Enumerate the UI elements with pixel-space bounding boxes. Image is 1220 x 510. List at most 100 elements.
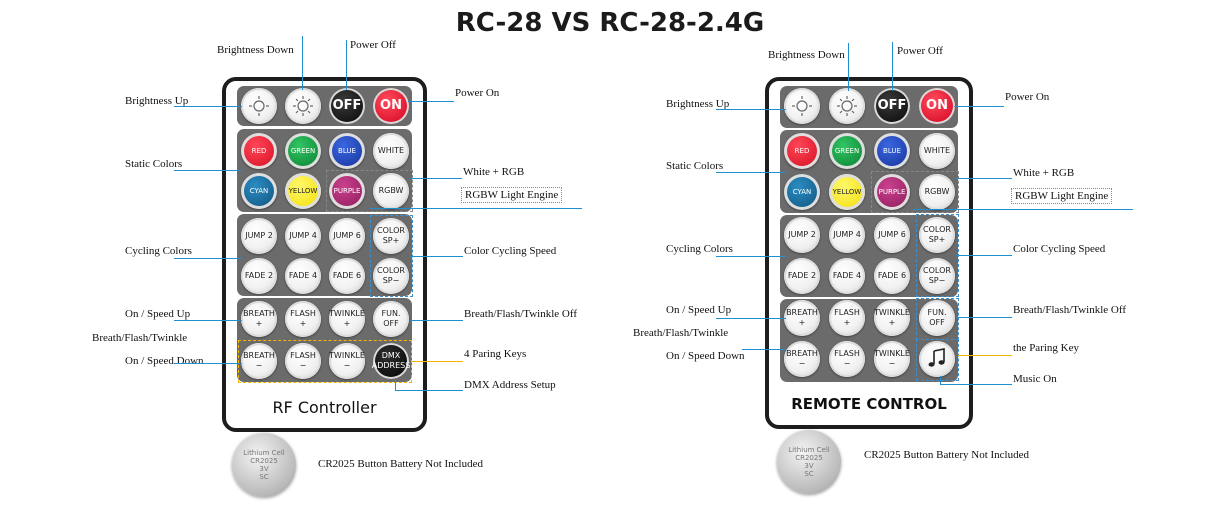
- red-button[interactable]: RED: [784, 133, 820, 169]
- jump2-button[interactable]: JUMP 2: [784, 217, 820, 253]
- fade4-button[interactable]: FADE 4: [829, 258, 865, 294]
- breath-down-button[interactable]: BREATH −: [241, 343, 277, 379]
- purple-button[interactable]: PURPLE: [329, 173, 365, 209]
- right-line-rgbw-engine: [913, 209, 1133, 210]
- right-line-power-on: [954, 106, 1004, 107]
- right-line-speed-up: [716, 318, 786, 319]
- left-label-bft-off: Breath/Flash/Twinkle Off: [464, 308, 577, 320]
- rgbw-button[interactable]: RGBW: [919, 174, 955, 210]
- fade6-button[interactable]: FADE 6: [874, 258, 910, 294]
- right-line-paring-key: [958, 355, 1012, 356]
- left-line-rgbw-engine: [370, 208, 582, 209]
- yellow-button[interactable]: YELLOW: [829, 174, 865, 210]
- left-line-power-off: [346, 40, 347, 90]
- left-speed-frame: [370, 215, 413, 297]
- right-line-power-off: [892, 42, 893, 91]
- color-speed-up-button[interactable]: COLOR SP+: [919, 217, 955, 253]
- breath-down-button[interactable]: BREATH −: [784, 341, 820, 377]
- left-label-battery: CR2025 Button Battery Not Included: [318, 458, 483, 470]
- right-label-brightness-down: Brightness Down: [768, 49, 845, 61]
- white-button[interactable]: WHITE: [919, 133, 955, 169]
- fun-off-button[interactable]: FUN. OFF: [919, 300, 955, 336]
- left-label-on-speed-down: On / Speed Down: [125, 355, 204, 367]
- right-speed-frame: [916, 214, 959, 297]
- right-music-frame: [916, 339, 959, 381]
- right-line-music-h: [940, 384, 1012, 385]
- jump6-button[interactable]: JUMP 6: [874, 217, 910, 253]
- twinkle-up-button[interactable]: TWINKLE +: [874, 300, 910, 336]
- cyan-button[interactable]: CYAN: [241, 173, 277, 209]
- green-button[interactable]: GREEN: [829, 133, 865, 169]
- left-line-speed-up: [174, 320, 242, 321]
- breath-up-button[interactable]: BREATH +: [241, 301, 277, 337]
- yellow-button[interactable]: YELLOW: [285, 173, 321, 209]
- power-off-button[interactable]: OFF: [874, 88, 910, 124]
- twinkle-down-button[interactable]: TWINKLE −: [329, 343, 365, 379]
- brightness-down-icon: [249, 96, 269, 116]
- red-button[interactable]: RED: [241, 133, 277, 169]
- fade2-button[interactable]: FADE 2: [784, 258, 820, 294]
- right-line-bft-off: [956, 317, 1012, 318]
- right-label-paring-key: the Paring Key: [1013, 342, 1079, 354]
- twinkle-down-button[interactable]: TWINKLE −: [874, 341, 910, 377]
- jump6-button[interactable]: JUMP 6: [329, 218, 365, 254]
- brightness-up-button[interactable]: [285, 88, 321, 124]
- battery-text-4: SC: [259, 473, 269, 481]
- left-rgbw-frame: [326, 170, 413, 212]
- music-button[interactable]: [919, 341, 955, 377]
- left-label-on-speed-up: On / Speed Up: [125, 308, 191, 320]
- power-on-button[interactable]: ON: [919, 88, 955, 124]
- left-label-cycling-colors: Cycling Colors: [125, 245, 192, 257]
- right-rgbw-frame: [871, 171, 959, 213]
- right-label-power-off: Power Off: [897, 45, 943, 57]
- color-speed-down-button[interactable]: COLOR SP−: [919, 258, 955, 294]
- right-label-power-on: Power On: [1005, 91, 1050, 103]
- right-label-static-colors: Static Colors: [666, 160, 724, 172]
- flash-up-button[interactable]: FLASH +: [285, 301, 321, 337]
- green-button[interactable]: GREEN: [285, 133, 321, 169]
- white-button[interactable]: WHITE: [373, 133, 409, 169]
- music-note-icon: [928, 348, 945, 367]
- right-line-static-colors: [716, 172, 786, 173]
- power-off-button[interactable]: OFF: [329, 88, 365, 124]
- color-speed-down-button[interactable]: COLOR SP−: [373, 258, 409, 294]
- right-label-breath-flash-twinkle: Breath/Flash/Twinkle: [633, 327, 729, 339]
- fun-off-button[interactable]: FUN. OFF: [373, 301, 409, 337]
- fade6-button[interactable]: FADE 6: [329, 258, 365, 294]
- jump2-button[interactable]: JUMP 2: [241, 218, 277, 254]
- power-on-button[interactable]: ON: [373, 88, 409, 124]
- jump4-button[interactable]: JUMP 4: [829, 217, 865, 253]
- left-line-power-on: [408, 101, 454, 102]
- blue-button[interactable]: BLUE: [329, 133, 365, 169]
- flash-up-button[interactable]: FLASH +: [829, 300, 865, 336]
- brightness-down-button[interactable]: [241, 88, 277, 124]
- cyan-button[interactable]: CYAN: [784, 174, 820, 210]
- battery-text-3: 3V: [804, 462, 814, 470]
- fade2-button[interactable]: FADE 2: [241, 258, 277, 294]
- color-speed-up-button[interactable]: COLOR SP+: [373, 218, 409, 254]
- left-label-dmx-setup: DMX Address Setup: [464, 379, 556, 391]
- brightness-up-icon: [293, 96, 313, 116]
- breath-up-button[interactable]: BREATH +: [784, 300, 820, 336]
- dmx-address-button[interactable]: DMX ADDRESS: [372, 343, 410, 379]
- blue-button[interactable]: BLUE: [874, 133, 910, 169]
- flash-down-button[interactable]: FLASH −: [285, 343, 321, 379]
- left-line-static-colors: [174, 170, 242, 171]
- purple-button[interactable]: PURPLE: [874, 174, 910, 210]
- brightness-down-icon: [792, 96, 812, 116]
- brightness-down-button[interactable]: [784, 88, 820, 124]
- right-label-white-rgb: White + RGB: [1013, 167, 1075, 179]
- left-line-paring-keys: [412, 361, 463, 362]
- right-line-cycling-colors: [716, 256, 786, 257]
- jump4-button[interactable]: JUMP 4: [285, 218, 321, 254]
- rgbw-button[interactable]: RGBW: [373, 173, 409, 209]
- left-brand-label: RF Controller: [272, 398, 377, 417]
- twinkle-up-button[interactable]: TWINKLE +: [329, 301, 365, 337]
- left-label-rgbw-engine: RGBW Light Engine: [461, 187, 563, 203]
- brightness-up-button[interactable]: [829, 88, 865, 124]
- battery-text-2: CR2025: [250, 457, 278, 465]
- flash-down-button[interactable]: FLASH −: [829, 341, 865, 377]
- left-line-dmx-v: [395, 378, 396, 390]
- fade4-button[interactable]: FADE 4: [285, 258, 321, 294]
- right-line-brightness-up: [716, 109, 786, 110]
